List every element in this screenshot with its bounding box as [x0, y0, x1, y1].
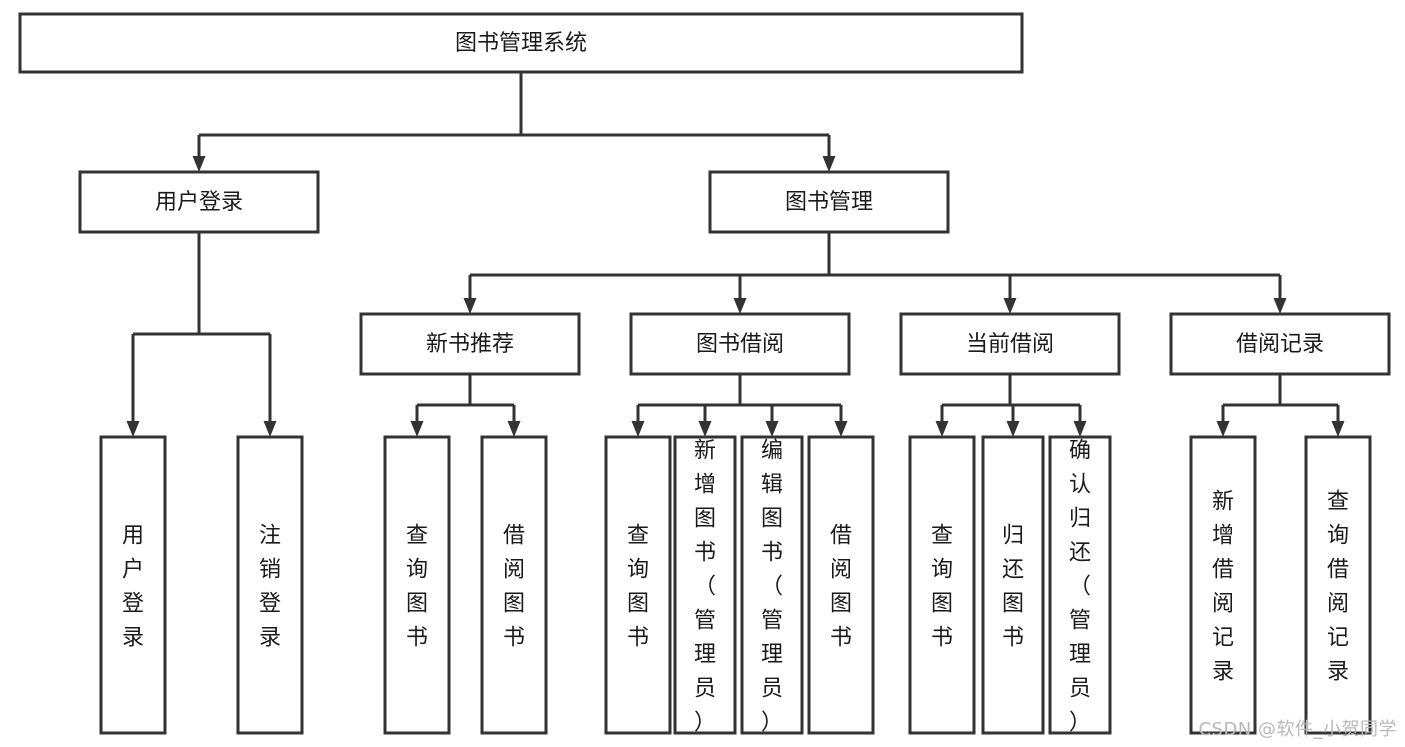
node-leaf-edit-book[interactable]: 编辑图书（管理员） [740, 435, 804, 736]
node-label-leaf-add-book: 新增图书（管理员） [694, 439, 716, 736]
node-leaf-user-login[interactable]: 用户登录 [99, 435, 167, 735]
arrow-head-icon [765, 421, 779, 437]
node-box-leaf-confirm-return [1048, 435, 1112, 735]
node-box-current-borrow [899, 312, 1121, 376]
node-user-login[interactable]: 用户登录 [78, 170, 320, 234]
node-current-borrow[interactable]: 当前借阅 [899, 312, 1121, 376]
node-box-root [18, 12, 1024, 74]
arrow-head-icon [126, 421, 140, 437]
node-leaf-add-borrow-record[interactable]: 新增借阅记录 [1189, 435, 1257, 735]
node-book-manage[interactable]: 图书管理 [708, 170, 950, 234]
node-label-leaf-confirm-return: 确认归还（管理员） [1069, 439, 1091, 736]
arrow-head-icon [631, 421, 645, 437]
arrow-head-icon [698, 421, 712, 437]
arrow-head-icon [410, 421, 424, 437]
arrow-head-icon [733, 298, 747, 314]
connector-layer [126, 72, 1345, 437]
node-box-leaf-edit-book [740, 435, 804, 735]
node-label-leaf-edit-book: 编辑图书（管理员） [761, 439, 783, 736]
arrow-head-icon [1006, 421, 1020, 437]
node-label-leaf-return-book: 归还图书 [1002, 524, 1024, 651]
node-label-current-borrow: 当前借阅 [966, 332, 1054, 357]
node-box-leaf-query-book-c [908, 435, 976, 735]
node-leaf-query-borrow-record[interactable]: 查询借阅记录 [1304, 435, 1372, 735]
arrow-head-icon [463, 298, 477, 314]
node-box-leaf-query-borrow-record [1304, 435, 1372, 735]
arrow-head-icon [1216, 421, 1230, 437]
arrow-head-icon [507, 421, 521, 437]
node-box-leaf-return-book [981, 435, 1045, 735]
node-box-leaf-user-logout [236, 435, 304, 735]
node-leaf-user-logout[interactable]: 注销登录 [236, 435, 304, 735]
node-leaf-confirm-return[interactable]: 确认归还（管理员） [1048, 435, 1112, 736]
node-borrow-record[interactable]: 借阅记录 [1169, 312, 1391, 376]
node-box-leaf-add-book [673, 435, 737, 735]
node-leaf-query-book-a[interactable]: 查询图书 [383, 435, 451, 735]
arrow-head-icon [822, 156, 836, 172]
node-leaf-query-book-c[interactable]: 查询图书 [908, 435, 976, 735]
node-layer: 图书管理系统用户登录图书管理新书推荐图书借阅当前借阅借阅记录用户登录注销登录查询… [18, 12, 1391, 736]
node-label-leaf-borrow-book-b: 借阅图书 [830, 524, 852, 651]
node-label-leaf-add-borrow-record: 新增借阅记录 [1212, 490, 1234, 685]
node-box-leaf-borrow-book-a [480, 435, 548, 735]
node-label-user-login: 用户登录 [155, 190, 243, 215]
arrow-head-icon [834, 421, 848, 437]
node-box-leaf-query-book-a [383, 435, 451, 735]
arrow-head-icon [1273, 298, 1287, 314]
node-box-book-manage [708, 170, 950, 234]
node-label-leaf-query-book-a: 查询图书 [406, 524, 428, 651]
node-box-leaf-borrow-book-b [807, 435, 875, 735]
node-leaf-borrow-book-a[interactable]: 借阅图书 [480, 435, 548, 735]
node-box-borrow-record [1169, 312, 1391, 376]
node-new-book-recommend[interactable]: 新书推荐 [359, 312, 581, 376]
arrow-head-icon [1073, 421, 1087, 437]
node-box-leaf-user-login [99, 435, 167, 735]
node-leaf-return-book[interactable]: 归还图书 [981, 435, 1045, 735]
node-box-leaf-query-book-b [604, 435, 672, 735]
node-label-leaf-user-logout: 注销登录 [259, 524, 281, 651]
node-label-book-manage: 图书管理 [785, 190, 873, 215]
node-label-leaf-user-login: 用户登录 [122, 524, 144, 651]
node-label-root: 图书管理系统 [455, 31, 587, 56]
node-label-new-book-recommend: 新书推荐 [426, 332, 514, 357]
node-label-leaf-query-book-b: 查询图书 [627, 524, 649, 651]
node-label-leaf-query-book-c: 查询图书 [931, 524, 953, 651]
arrow-head-icon [935, 421, 949, 437]
node-box-book-borrow [629, 312, 851, 376]
node-label-leaf-query-borrow-record: 查询借阅记录 [1327, 490, 1349, 685]
node-label-leaf-borrow-book-a: 借阅图书 [503, 524, 525, 651]
arrow-head-icon [192, 156, 206, 172]
arrow-head-icon [263, 421, 277, 437]
node-label-borrow-record: 借阅记录 [1236, 332, 1324, 357]
node-box-leaf-add-borrow-record [1189, 435, 1257, 735]
node-book-borrow[interactable]: 图书借阅 [629, 312, 851, 376]
node-label-book-borrow: 图书借阅 [696, 332, 784, 357]
node-leaf-add-book[interactable]: 新增图书（管理员） [673, 435, 737, 736]
node-leaf-borrow-book-b[interactable]: 借阅图书 [807, 435, 875, 735]
arrow-head-icon [1003, 298, 1017, 314]
node-leaf-query-book-b[interactable]: 查询图书 [604, 435, 672, 735]
arrow-head-icon [1331, 421, 1345, 437]
node-root[interactable]: 图书管理系统 [18, 12, 1024, 74]
node-box-new-book-recommend [359, 312, 581, 376]
node-box-user-login [78, 170, 320, 234]
